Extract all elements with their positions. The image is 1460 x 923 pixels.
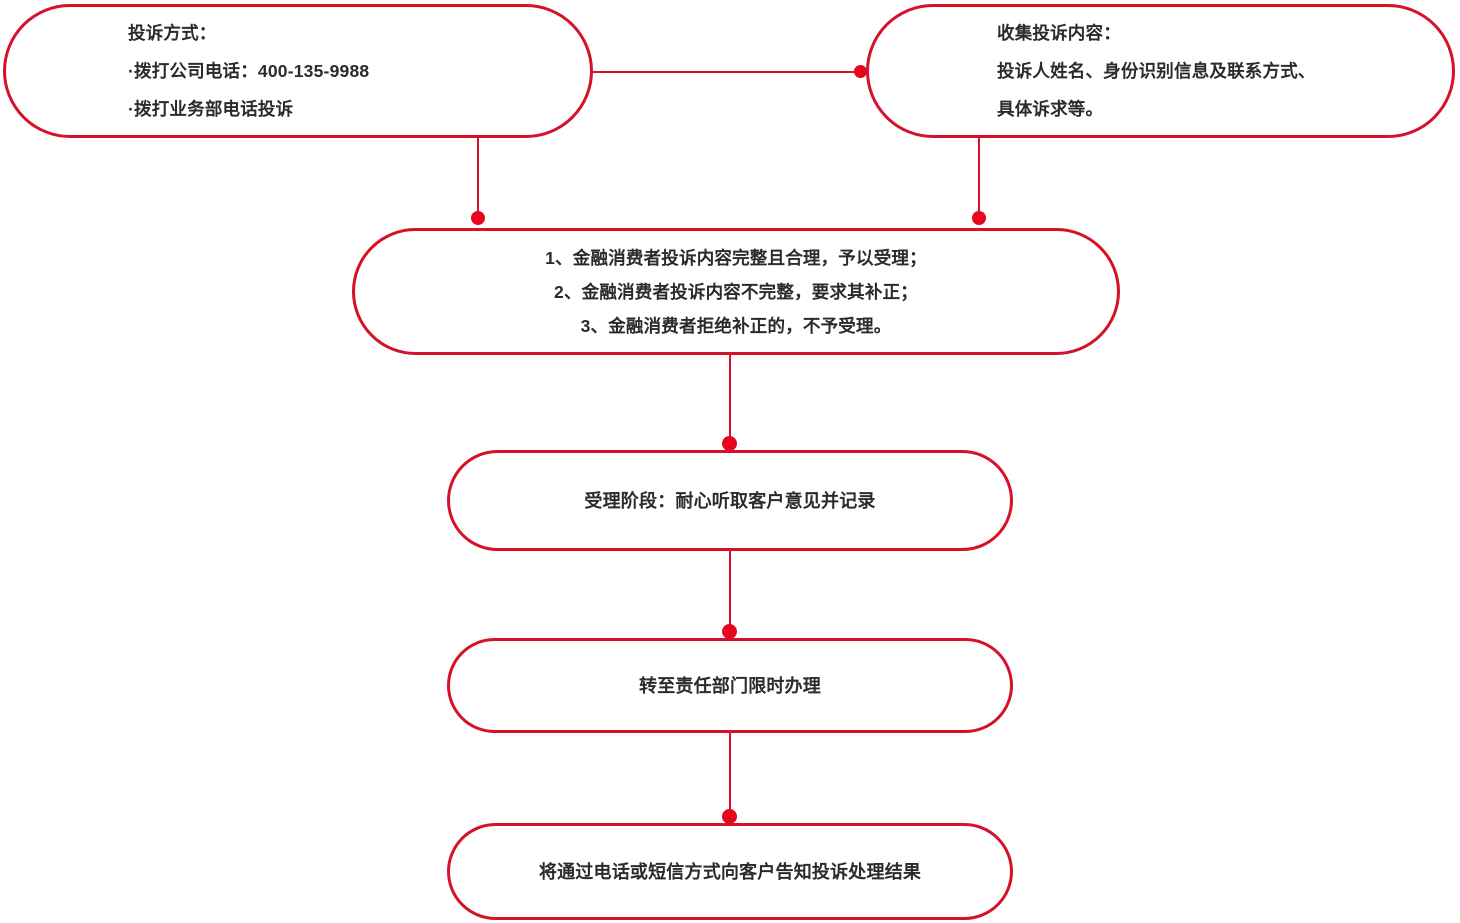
edge-dot-receive-inlet <box>722 436 737 451</box>
node-transfer-to-department-label: 转至责任部门限时办理 <box>639 675 821 696</box>
node-collect-complaint-content-line-1: 收集投诉内容： <box>997 23 1121 43</box>
node-complaint-channels-line-3: ·拨打业务部电话投诉 <box>128 99 294 119</box>
node-complaint-channels-line-1: 投诉方式： <box>128 23 217 43</box>
node-acceptance-rules[interactable]: 1、金融消费者投诉内容完整且合理，予以受理； 2、金融消费者投诉内容不完整，要求… <box>352 228 1120 355</box>
edge-rules-to-receive <box>729 355 731 451</box>
edge-dot-rules-inlet-right <box>972 211 986 225</box>
edge-dot-transfer-inlet <box>722 624 737 639</box>
node-collect-complaint-content-line-2: 投诉人姓名、身份识别信息及联系方式、 <box>997 61 1316 81</box>
node-receive-stage[interactable]: 受理阶段：耐心听取客户意见并记录 <box>447 450 1013 551</box>
node-collect-complaint-content[interactable]: 收集投诉内容： 投诉人姓名、身份识别信息及联系方式、 具体诉求等。 <box>866 4 1455 138</box>
edge-channels-to-collect <box>593 71 866 73</box>
edge-dot-rules-inlet-left <box>471 211 485 225</box>
node-complaint-channels[interactable]: 投诉方式： ·拨打公司电话：400-135-9988 ·拨打业务部电话投诉 <box>3 4 593 138</box>
edge-dot-collect-inlet <box>854 65 867 78</box>
node-transfer-to-department[interactable]: 转至责任部门限时办理 <box>447 638 1013 733</box>
node-acceptance-rules-item-1: 1、金融消费者投诉内容完整且合理，予以受理； <box>545 247 927 268</box>
node-receive-stage-label: 受理阶段：耐心听取客户意见并记录 <box>584 490 876 511</box>
edge-dot-notify-inlet <box>722 809 737 824</box>
edge-receive-to-transfer <box>729 551 731 639</box>
node-notify-customer-result-label: 将通过电话或短信方式向客户告知投诉处理结果 <box>538 861 922 882</box>
node-complaint-channels-line-2: ·拨打公司电话：400-135-9988 <box>128 61 370 81</box>
edge-collect-to-rules <box>978 138 980 222</box>
edge-channels-to-rules <box>477 138 479 222</box>
node-acceptance-rules-item-2: 2、金融消费者投诉内容不完整，要求其补正； <box>554 281 918 302</box>
node-acceptance-rules-item-3: 3、金融消费者拒绝补正的，不予受理。 <box>580 315 892 336</box>
node-collect-complaint-content-line-3: 具体诉求等。 <box>997 99 1104 119</box>
edge-transfer-to-notify <box>729 733 731 824</box>
node-notify-customer-result[interactable]: 将通过电话或短信方式向客户告知投诉处理结果 <box>447 823 1013 920</box>
